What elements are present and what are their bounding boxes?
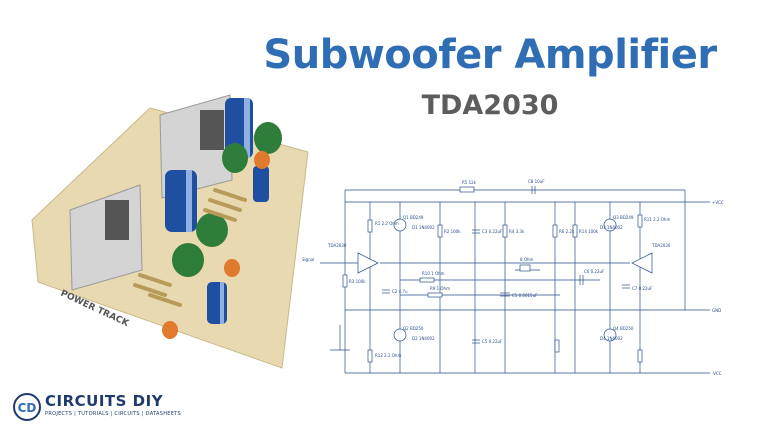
right-ic-label: TDA2030 — [651, 243, 671, 248]
rail-bottom-label: -VCC — [712, 371, 722, 376]
label-r12: R12 2.2 Ohm — [375, 353, 401, 358]
film-capacitor — [196, 213, 228, 247]
label-c1: C1 0.0015uF — [512, 293, 538, 298]
resistor-r11b — [637, 349, 643, 363]
page-title: Subwoofer Amplifier — [263, 32, 717, 78]
label-r4: R4 3.3k — [509, 229, 525, 234]
pcb-board-photo: POWER TRACK — [31, 94, 309, 369]
label-c5: C5 0.22uF — [482, 339, 503, 344]
label-c2: C2 4.7u — [392, 289, 408, 294]
logo-mark-letters: CD — [18, 401, 37, 415]
electrolytic-capacitor — [253, 166, 269, 202]
electrolytic-capacitor — [225, 98, 253, 158]
label-d1: D1 1N4002 — [412, 225, 435, 230]
resistor-r6b — [554, 339, 560, 353]
label-d4: D4 1N4002 — [600, 336, 623, 341]
resistor-r11 — [637, 214, 643, 228]
electrolytic-capacitor — [165, 170, 197, 232]
film-capacitor — [254, 122, 282, 154]
heatsink-bottom — [69, 184, 143, 291]
resistor-r6 — [552, 224, 558, 238]
page-subtitle: TDA2030 — [421, 90, 559, 121]
label-r5: R5 12k — [462, 180, 477, 185]
label-r6: R6 2.2k — [559, 229, 575, 234]
resistor-r12 — [367, 349, 373, 363]
label-d2: D2 1N4002 — [412, 336, 435, 341]
resistor-r9 — [427, 292, 443, 298]
input-label: Signal — [302, 257, 314, 262]
ceramic-capacitor — [224, 259, 240, 277]
transistor-q3 — [603, 218, 617, 232]
logo-mark-icon: CD — [13, 393, 41, 421]
resistor-r3 — [342, 274, 348, 288]
label-q1: Q1 BD249 — [403, 215, 424, 220]
speaker — [519, 264, 531, 272]
label-c3: C3 0.22uF — [482, 229, 503, 234]
label-d3: D3 1N4002 — [600, 225, 623, 230]
label-r11: R11 2.2 Ohm — [644, 217, 670, 222]
film-capacitor — [222, 143, 248, 173]
circuit-schematic: Signal +VCC GND -VCC TDA2030 TDA2030 R5 … — [302, 179, 724, 376]
logo-tagline: PROJECTS | TUTORIALS | CIRCUITS | DATASH… — [45, 411, 182, 417]
electrolytic-capacitor — [207, 282, 227, 324]
right-amp-ic — [631, 252, 653, 274]
ceramic-capacitor — [162, 321, 178, 339]
label-r10: R10 1 Ohm — [422, 271, 445, 276]
resistor-r4 — [502, 224, 508, 238]
label-c8: C8 10uF — [528, 179, 545, 184]
resistor-r5 — [459, 186, 475, 193]
left-amp-ic — [357, 252, 379, 274]
resistor-r10 — [419, 277, 435, 283]
pcb-base — [31, 107, 309, 369]
label-c7: C7 0.22uF — [632, 286, 653, 291]
label-c6: C6 0.22uF — [584, 269, 605, 274]
resistor-r2 — [437, 224, 443, 238]
film-capacitor — [172, 243, 204, 277]
logo-name: CIRCUITS DIY — [45, 392, 164, 410]
capacitors — [382, 186, 630, 344]
transistor-q4 — [603, 328, 617, 342]
label-q3: Q3 BD249 — [613, 215, 634, 220]
rail-mid-label: GND — [712, 308, 721, 313]
rail-top-label: +VCC — [712, 200, 724, 205]
resistor-r1 — [367, 219, 373, 233]
label-r3: R3 100k — [349, 279, 366, 284]
label-speaker: 8 Ohm — [520, 257, 534, 262]
brand-logo[interactable]: CD CIRCUITS DIY PROJECTS | TUTORIALS | C… — [10, 390, 181, 424]
resistor-array — [133, 188, 247, 307]
label-r14: R14 100k — [579, 229, 599, 234]
label-r9: R9 1 Ohm — [430, 286, 450, 291]
transistor-q1 — [393, 218, 407, 232]
transistor-q2 — [393, 328, 407, 342]
ceramic-capacitor — [254, 151, 270, 169]
left-ic-label: TDA2030 — [327, 243, 347, 248]
resistor-r14 — [572, 224, 578, 238]
label-q4: Q4 BD250 — [613, 326, 634, 331]
label-q2: Q2 BD250 — [403, 326, 424, 331]
label-r1: R1 2.2 Ohm — [375, 221, 399, 226]
wires — [320, 189, 710, 374]
label-r2: R2 100k — [444, 229, 461, 234]
